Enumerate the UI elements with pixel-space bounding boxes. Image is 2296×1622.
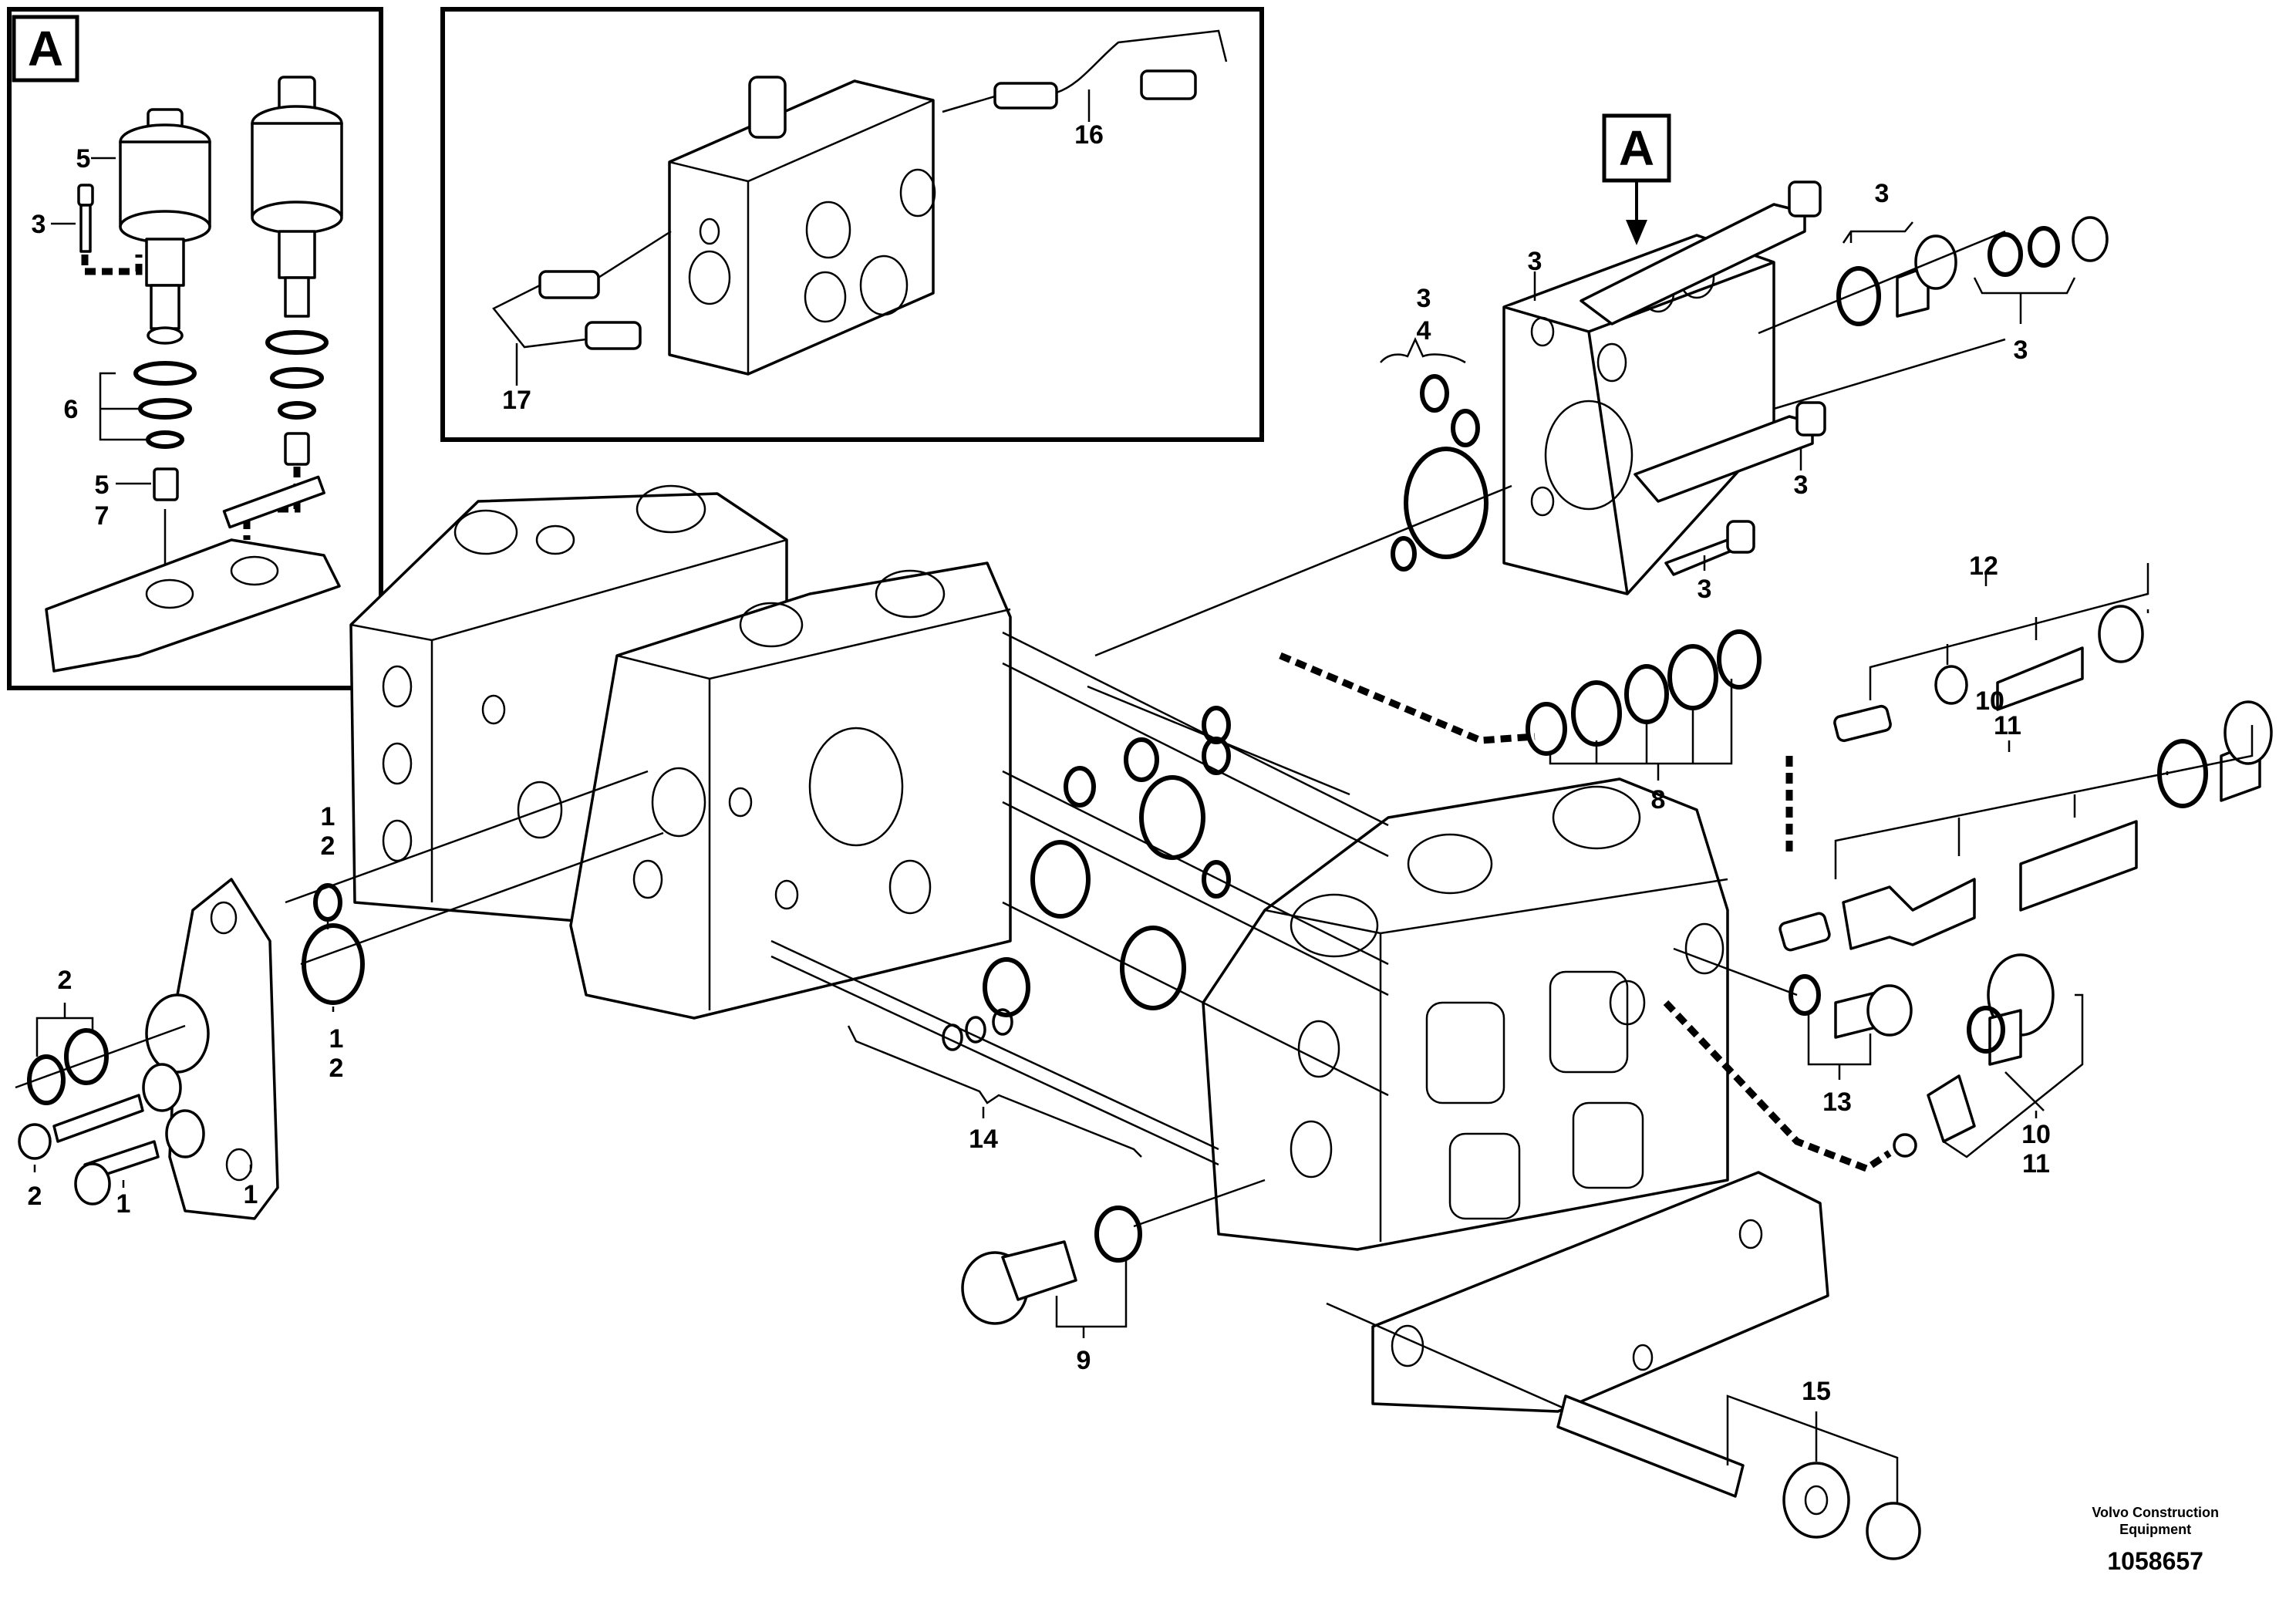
callout-3: 3: [1528, 247, 1542, 276]
o-ring: [1451, 409, 1480, 447]
callout-3: 3: [2014, 336, 2028, 365]
callout-3: 3: [32, 210, 46, 239]
fitting: [153, 467, 179, 501]
callout-2: 2: [321, 831, 335, 861]
callout-2: 2: [329, 1054, 344, 1083]
end-flange-left: [142, 878, 279, 1220]
connecting-rods: [770, 631, 1389, 1166]
callout-17: 17: [502, 386, 531, 415]
callout-1: 1: [244, 1180, 258, 1209]
drawing-number: 1058657: [2107, 1547, 2203, 1575]
callout-5: 5: [76, 144, 91, 174]
callout-15: 15: [1802, 1377, 1831, 1406]
solenoid-valve-left: [119, 108, 211, 345]
view-marker-label: A: [1619, 120, 1654, 176]
callout-4: 4: [1417, 316, 1431, 346]
plug-and-rings-upper: [1758, 216, 2109, 410]
callout-9: 9: [1077, 1346, 1091, 1375]
view-marker-a: A: [1602, 113, 1671, 245]
valve-section-front: [1202, 777, 1729, 1251]
callout-11: 11: [1994, 711, 2021, 740]
callout-1: 1: [329, 1024, 344, 1054]
callout-3: 3: [1698, 575, 1712, 604]
detail-view-a: A: [7, 7, 383, 690]
valve-section-middle: [569, 561, 1012, 1020]
valve-section-upper: [1502, 180, 1826, 595]
callout-3: 3: [1875, 179, 1890, 208]
solenoid-valve-right: [251, 76, 343, 318]
spool-spring-group-12: 12 10: [1833, 551, 2149, 743]
pipe-assembly-16: [942, 29, 1228, 113]
o-ring: [146, 430, 184, 449]
o-ring: [138, 398, 192, 420]
publisher-credit: Volvo Construction Equipment 1058657: [2092, 1504, 2219, 1576]
callout-10: 10: [2021, 1120, 2051, 1149]
callout-1: 1: [116, 1189, 131, 1219]
o-rings-between-sections: [942, 706, 1231, 1051]
callout-3: 3: [1417, 284, 1431, 313]
pipe-assembly-17: [492, 230, 672, 350]
dashed-leader: [81, 255, 143, 275]
o-ring: [265, 330, 329, 355]
callout-7: 7: [95, 501, 110, 531]
plug-group-13: 13: [1673, 947, 1913, 1117]
callout-brace-14: [847, 1025, 1142, 1158]
callout-2: 2: [28, 1182, 42, 1211]
callout-1: 1: [321, 802, 335, 831]
o-ring: [1391, 536, 1417, 572]
callout-13: 13: [1822, 1088, 1852, 1117]
end-plate: [668, 76, 936, 376]
screw-small: [77, 184, 94, 253]
callout-8: 8: [1651, 785, 1666, 814]
plug-spring-group-lower: 10 11: [1663, 953, 2084, 1179]
spool-spring-group-11: 11: [1778, 700, 2273, 952]
callout-5: 5: [95, 470, 110, 500]
callout-3: 3: [1794, 470, 1809, 500]
callout-14: 14: [969, 1125, 998, 1154]
seal-rings-8: 8: [1279, 629, 1762, 814]
callout-16: 16: [1074, 120, 1104, 150]
credit-line-1: Volvo Construction: [2092, 1505, 2219, 1520]
valve-section-cutaway: [45, 475, 341, 673]
detail-box-label: A: [28, 21, 63, 76]
callout-11: 11: [2022, 1149, 2050, 1179]
callout-6: 6: [64, 395, 79, 424]
callout-12: 12: [1969, 551, 1998, 581]
credit-line-2: Equipment: [2119, 1522, 2192, 1537]
screw-group-9: 9: [961, 1179, 1266, 1375]
o-ring: [278, 401, 316, 420]
o-ring: [270, 367, 324, 389]
o-ring: [133, 361, 197, 386]
callout-10: 10: [1975, 686, 2004, 716]
bolt-group-15: 15: [1326, 1302, 1921, 1560]
flange-fasteners: [15, 770, 664, 1206]
callout-2: 2: [58, 966, 72, 995]
o-ring: [1420, 374, 1449, 413]
detail-view-piping: 16 17: [440, 7, 1264, 442]
fitting: [284, 432, 310, 466]
o-ring-large: [1404, 447, 1489, 559]
